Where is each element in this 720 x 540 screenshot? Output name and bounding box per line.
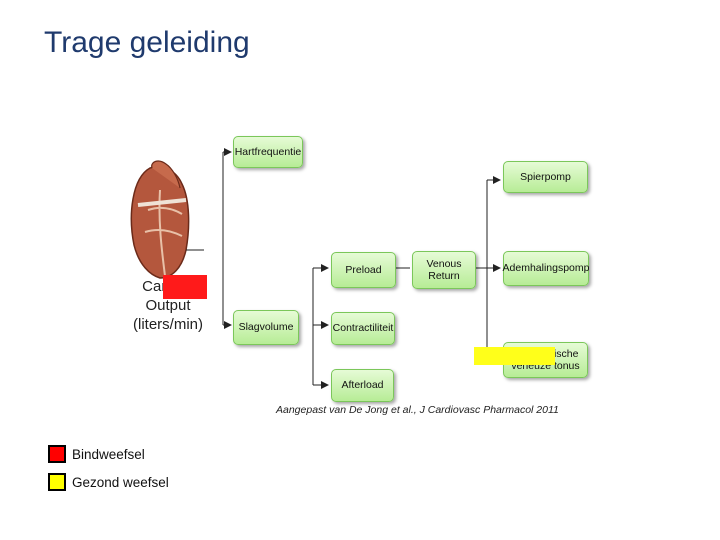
legend-item-connective-tissue: Bindweefsel [48,445,145,463]
legend-item-healthy-tissue: Gezond weefsel [48,473,169,491]
legend-swatch-yellow [48,473,66,491]
red-highlight-box [163,275,207,299]
legend-label: Gezond weefsel [72,474,169,490]
heart-illustration [130,160,190,279]
node-stroke-volume: Slagvolume [233,310,299,345]
node-contractility: Contractiliteit [331,312,395,345]
yellow-highlight-box [474,347,555,365]
node-preload: Preload [331,252,396,288]
legend-swatch-red [48,445,66,463]
node-heart-rate: Hartfrequentie [233,136,303,168]
node-spleen-pump: Spierpomp [503,161,588,193]
legend-label: Bindweefsel [72,446,145,462]
node-venous-return: Venous Return [412,251,476,289]
source-citation: Aangepast van De Jong et al., J Cardiova… [276,404,559,416]
slide-title: Trage geleiding [44,26,250,59]
node-afterload: Afterload [331,369,394,402]
node-breathing-pump: Ademhalingspomp [503,251,589,286]
